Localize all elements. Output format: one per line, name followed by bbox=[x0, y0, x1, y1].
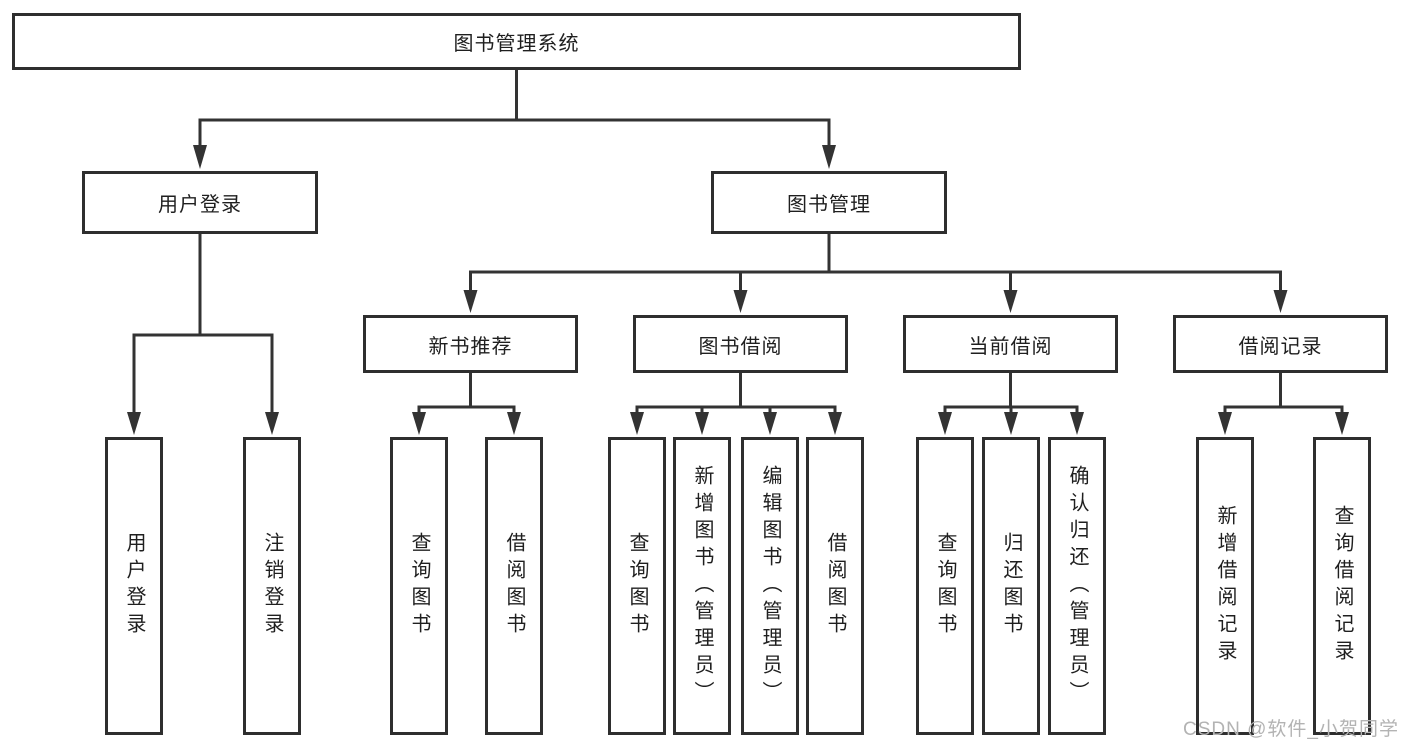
leaf-query-books-borrow: 查询图书 bbox=[608, 437, 666, 735]
leaf-borrow-books-recommend: 借阅图书 bbox=[485, 437, 543, 735]
node-book-borrow-label: 图书借阅 bbox=[698, 335, 783, 358]
leaf-add-borrow-record-label: 新增借阅记录 bbox=[1214, 505, 1236, 667]
leaf-borrow-books-recommend-label: 借阅图书 bbox=[503, 532, 525, 640]
leaf-confirm-return-admin-label: 确认归还（管理员） bbox=[1066, 464, 1088, 708]
node-current-borrow: 当前借阅 bbox=[903, 315, 1118, 373]
node-user-login-branch-label: 用户登录 bbox=[158, 194, 242, 216]
leaf-borrow-books-label: 借阅图书 bbox=[824, 532, 846, 640]
node-book-management: 图书管理 bbox=[711, 171, 947, 234]
node-borrow-records: 借阅记录 bbox=[1173, 315, 1388, 373]
leaf-borrow-books: 借阅图书 bbox=[806, 437, 864, 735]
node-root-label: 图书管理系统 bbox=[453, 33, 580, 55]
leaf-add-books-admin: 新增图书（管理员） bbox=[673, 437, 731, 735]
node-book-management-label: 图书管理 bbox=[787, 194, 871, 216]
leaf-add-books-admin-label: 新增图书（管理员） bbox=[691, 464, 713, 708]
leaf-query-books-current-label: 查询图书 bbox=[934, 532, 956, 640]
node-user-login-branch: 用户登录 bbox=[82, 171, 318, 234]
leaf-query-borrow-record-label: 查询借阅记录 bbox=[1331, 505, 1353, 667]
leaf-add-borrow-record: 新增借阅记录 bbox=[1196, 437, 1254, 735]
node-new-book-recommend-label: 新书推荐 bbox=[428, 335, 513, 358]
leaf-user-login-label: 用户登录 bbox=[123, 532, 145, 640]
node-borrow-records-label: 借阅记录 bbox=[1238, 335, 1323, 358]
leaf-return-books: 归还图书 bbox=[982, 437, 1040, 735]
leaf-query-books-borrow-label: 查询图书 bbox=[626, 532, 648, 640]
leaf-edit-books-admin-label: 编辑图书（管理员） bbox=[759, 464, 781, 708]
leaf-query-books-current: 查询图书 bbox=[916, 437, 974, 735]
node-book-borrow: 图书借阅 bbox=[633, 315, 848, 373]
leaf-query-books-recommend-label: 查询图书 bbox=[408, 532, 430, 640]
leaf-return-books-label: 归还图书 bbox=[1000, 532, 1022, 640]
node-current-borrow-label: 当前借阅 bbox=[968, 335, 1053, 358]
leaf-query-books-recommend: 查询图书 bbox=[390, 437, 448, 735]
node-new-book-recommend: 新书推荐 bbox=[363, 315, 578, 373]
node-root-system: 图书管理系统 bbox=[12, 13, 1021, 70]
leaf-logout-label: 注销登录 bbox=[261, 532, 283, 640]
leaf-user-login: 用户登录 bbox=[105, 437, 163, 735]
leaf-confirm-return-admin: 确认归还（管理员） bbox=[1048, 437, 1106, 735]
leaf-query-borrow-record: 查询借阅记录 bbox=[1313, 437, 1371, 735]
leaf-edit-books-admin: 编辑图书（管理员） bbox=[741, 437, 799, 735]
leaf-logout: 注销登录 bbox=[243, 437, 301, 735]
csdn-watermark: CSDN @软件_小贺同学 bbox=[1183, 719, 1399, 740]
